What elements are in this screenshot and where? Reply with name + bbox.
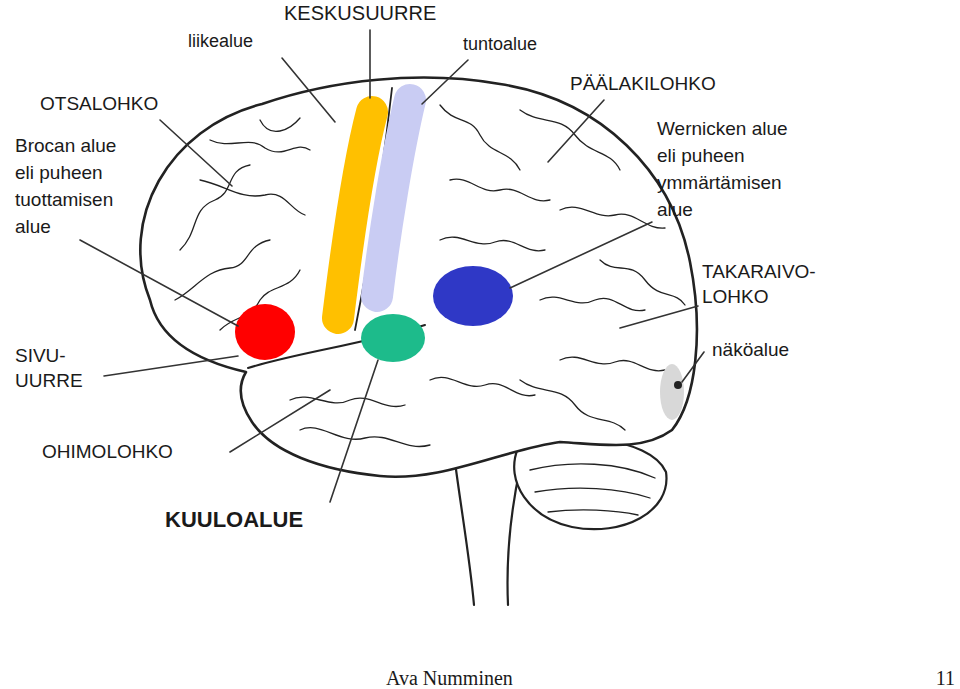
area-label: tuntoalue (463, 33, 537, 56)
area-label: KUULOALUE (165, 506, 303, 535)
area-label: Wernicken alue eli puheen ymmärtämisen a… (657, 116, 809, 224)
brain-gyri (175, 105, 685, 447)
brain-outline (140, 78, 697, 477)
lobe-label: OTSALOHKO (40, 92, 158, 117)
broca-area (235, 304, 295, 360)
sulcus-label: KESKUSUURRE (284, 0, 436, 26)
lobe-label: OHIMOLOHKO (42, 440, 173, 465)
page-number: 11 (936, 665, 955, 689)
visual-area (660, 364, 684, 420)
lobe-label: PÄÄLAKILOHKO (570, 72, 716, 97)
auditory-area (361, 314, 425, 362)
author-footer: Ava Numminen (386, 665, 513, 689)
leader-lines (80, 30, 704, 502)
visual-area-dot (674, 381, 682, 389)
wernicke-area (433, 266, 513, 326)
sulcus-label: SIVU-UURRE (15, 344, 97, 393)
area-label: näköalue (712, 338, 789, 363)
cerebellum-folds (530, 464, 655, 515)
sensory-area (377, 100, 410, 296)
cerebellum (514, 438, 666, 529)
area-label: Brocan alue eli puheen tuottamisen alue (15, 133, 140, 241)
brainstem (455, 462, 520, 605)
lobe-label: TAKARAIVO-LOHKO (702, 260, 832, 309)
area-label: liikealue (188, 30, 253, 53)
